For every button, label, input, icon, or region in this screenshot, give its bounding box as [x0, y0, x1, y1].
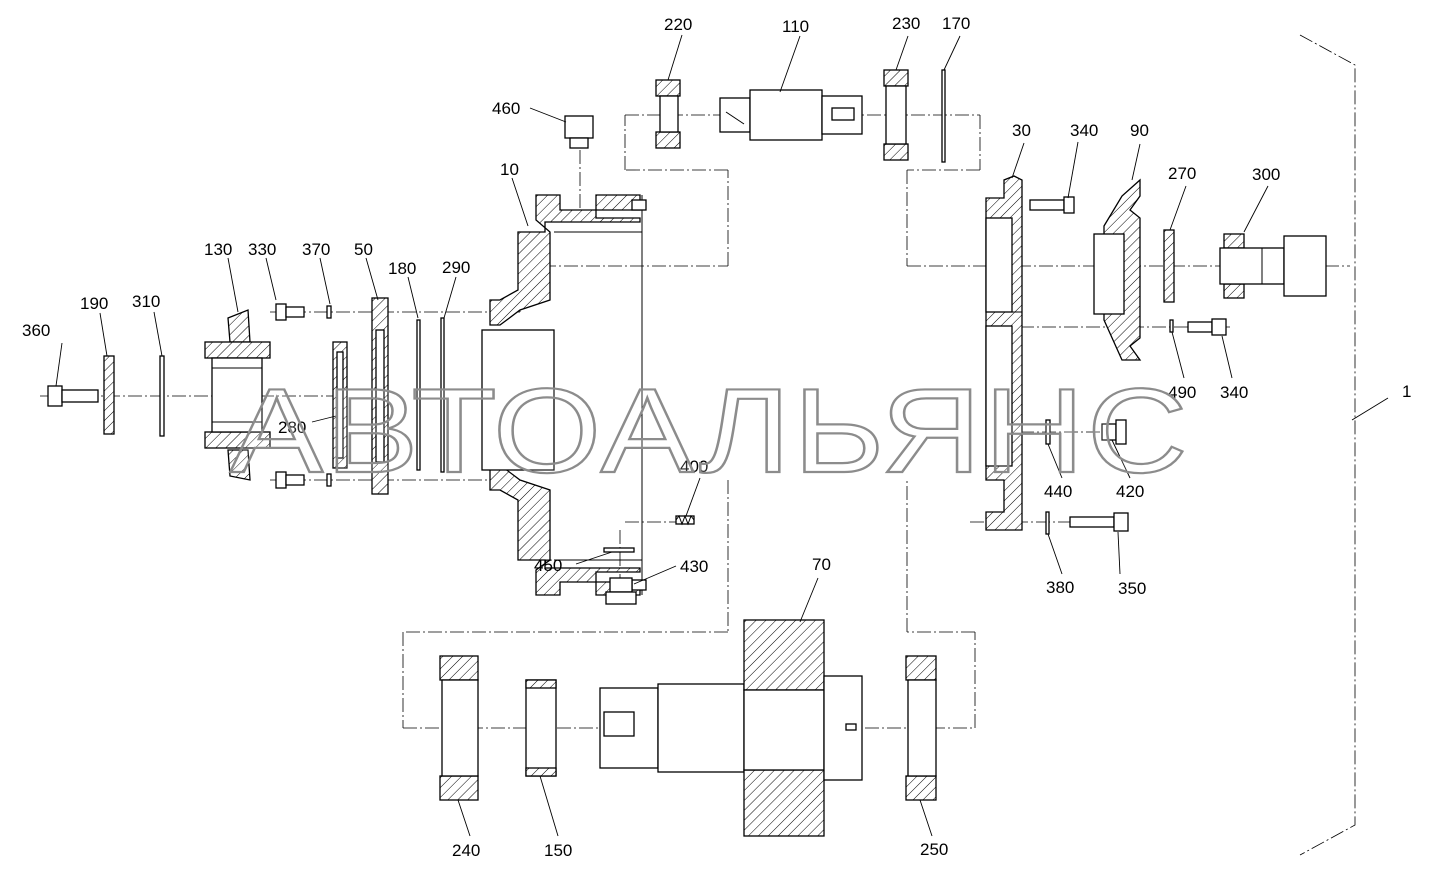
label-250: 250 — [920, 840, 948, 859]
label-180: 180 — [388, 259, 416, 278]
label-300: 300 — [1252, 165, 1280, 184]
label-130: 130 — [204, 240, 232, 259]
washer-190 — [103, 355, 115, 435]
shaft-110 — [719, 89, 863, 141]
flange-130 — [204, 309, 271, 481]
label-50: 50 — [354, 240, 373, 259]
label-360: 360 — [22, 321, 50, 340]
bolt-340-upper — [1029, 196, 1075, 214]
label-280: 280 — [278, 418, 306, 437]
label-340b: 340 — [1220, 383, 1248, 402]
bolt-330 — [275, 303, 305, 489]
washer-380 — [1045, 511, 1050, 535]
watermark-text: АВТОАЛЬЯНС — [230, 364, 1190, 498]
part-labels: 1 10 30 50 70 90 110 130 150 170 180 190… — [22, 14, 1411, 860]
gasket-450 — [603, 547, 635, 553]
label-240: 240 — [452, 841, 480, 860]
label-150: 150 — [544, 841, 572, 860]
label-420: 420 — [1116, 482, 1144, 501]
label-440: 440 — [1044, 482, 1072, 501]
label-370: 370 — [302, 240, 330, 259]
bearing-230 — [883, 69, 909, 161]
bolt-350 — [1069, 512, 1129, 532]
label-290: 290 — [442, 258, 470, 277]
seal-270 — [1163, 229, 1175, 303]
label-490: 490 — [1168, 383, 1196, 402]
label-380: 380 — [1046, 578, 1074, 597]
cover-90 — [1093, 178, 1142, 361]
bearing-220 — [655, 79, 681, 149]
label-400: 400 — [680, 457, 708, 476]
washer-370-lower — [326, 473, 332, 487]
flange-300 — [1219, 233, 1327, 299]
label-340a: 340 — [1070, 121, 1098, 140]
shim-310 — [159, 355, 165, 437]
seal-280 — [332, 341, 348, 469]
label-330: 330 — [248, 240, 276, 259]
plug-420 — [1101, 419, 1127, 445]
spacer-150 — [525, 679, 557, 777]
bolt-340-lower — [1187, 318, 1227, 336]
label-230: 230 — [892, 14, 920, 33]
label-430: 430 — [680, 557, 708, 576]
label-170: 170 — [942, 14, 970, 33]
gear-shaft-70 — [599, 619, 863, 837]
label-30: 30 — [1012, 121, 1031, 140]
label-70: 70 — [812, 555, 831, 574]
plug-430 — [605, 577, 637, 605]
center-lines — [40, 114, 1350, 729]
label-190: 190 — [80, 294, 108, 313]
label-220: 220 — [664, 15, 692, 34]
label-1: 1 — [1402, 382, 1411, 401]
label-270: 270 — [1168, 164, 1196, 183]
label-460: 460 — [492, 99, 520, 118]
cover-50 — [371, 297, 389, 495]
washer-490 — [1169, 319, 1174, 333]
bearing-250 — [905, 655, 937, 801]
shim-170 — [941, 69, 946, 163]
cover-30 — [985, 175, 1023, 531]
ring-180 — [416, 319, 421, 471]
leader-lines — [55, 34, 1389, 837]
bearing-240 — [439, 655, 479, 801]
breather-460 — [564, 115, 594, 149]
label-110: 110 — [782, 17, 809, 36]
label-310: 310 — [132, 292, 160, 311]
bolt-360 — [47, 385, 99, 407]
label-10: 10 — [500, 160, 519, 179]
assembly-bracket — [1299, 34, 1356, 856]
washer-370 — [326, 305, 332, 319]
label-90: 90 — [1130, 121, 1149, 140]
spring-400 — [675, 514, 695, 526]
label-350: 350 — [1118, 579, 1146, 598]
housing-10 — [481, 194, 647, 596]
ring-290 — [440, 317, 445, 473]
label-450: 450 — [534, 556, 562, 575]
